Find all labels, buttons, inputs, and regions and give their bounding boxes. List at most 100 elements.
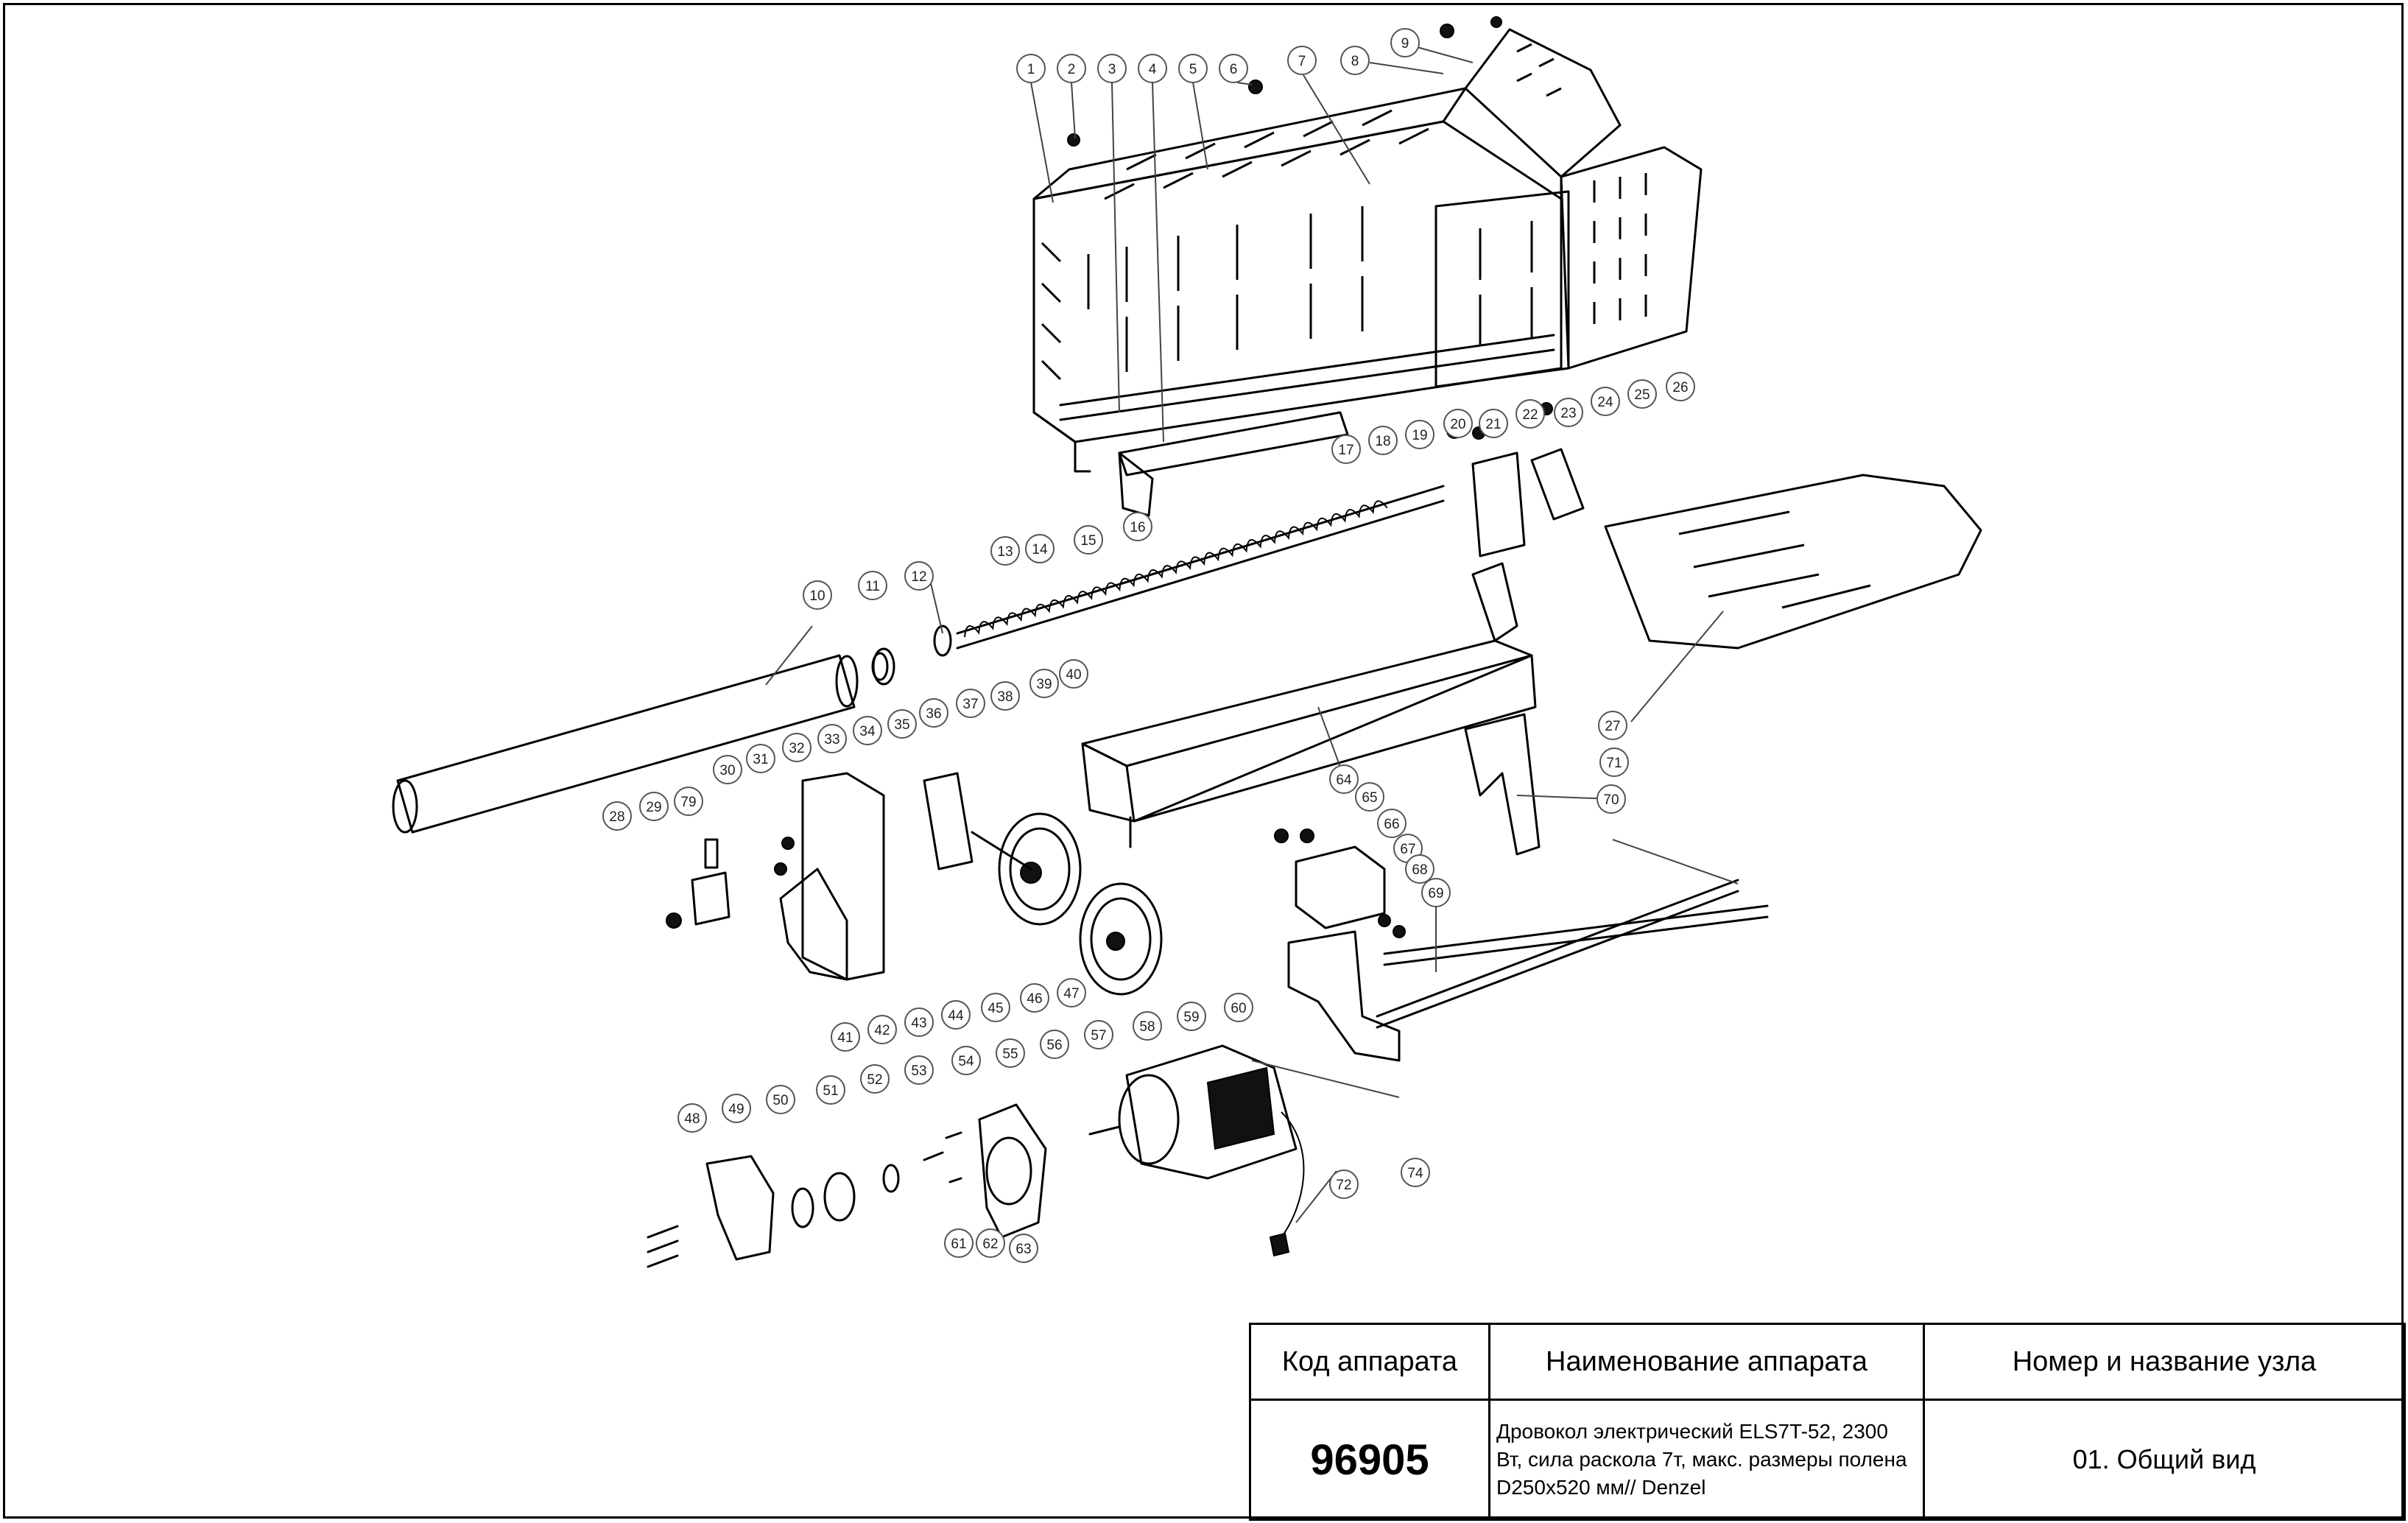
callout-30: 30 <box>713 755 742 784</box>
svg-text:53: 53 <box>911 1063 926 1079</box>
svg-text:70: 70 <box>1603 792 1619 808</box>
svg-text:69: 69 <box>1428 886 1443 901</box>
callout-3: 3 <box>1097 54 1127 83</box>
rear-bracket <box>1274 829 1406 1062</box>
svg-text:48: 48 <box>684 1111 700 1127</box>
spring-and-rods <box>933 402 1585 657</box>
svg-text:4: 4 <box>1149 62 1157 77</box>
svg-text:6: 6 <box>1230 62 1238 77</box>
log-beam <box>1081 562 1541 856</box>
svg-text:74: 74 <box>1407 1166 1423 1181</box>
callout-8: 8 <box>1340 46 1370 75</box>
callout-64: 64 <box>1329 764 1359 794</box>
svg-text:43: 43 <box>911 1016 926 1031</box>
callout-39: 39 <box>1029 669 1059 698</box>
callout-15: 15 <box>1074 525 1103 555</box>
svg-text:57: 57 <box>1091 1028 1106 1044</box>
svg-text:63: 63 <box>1015 1242 1031 1257</box>
apparatus-name: Дровокол электрический ELS7T-52, 2300 Вт… <box>1488 1399 1925 1521</box>
svg-text:21: 21 <box>1485 417 1501 432</box>
callout-29: 29 <box>639 792 669 821</box>
svg-text:54: 54 <box>958 1054 974 1069</box>
callout-51: 51 <box>816 1075 845 1105</box>
callout-17: 17 <box>1331 435 1361 464</box>
svg-text:13: 13 <box>997 544 1013 560</box>
guard-housing <box>1032 28 1703 517</box>
callout-19: 19 <box>1405 420 1434 449</box>
callout-53: 53 <box>904 1055 934 1085</box>
svg-text:47: 47 <box>1063 986 1079 1002</box>
svg-text:62: 62 <box>982 1237 998 1252</box>
callout-31: 31 <box>746 744 775 773</box>
pump-parts <box>647 1103 1047 1268</box>
callout-9: 9 <box>1390 28 1420 57</box>
callout-49: 49 <box>722 1094 751 1123</box>
leader-lines <box>765 43 1739 1223</box>
svg-text:45: 45 <box>988 1001 1003 1016</box>
callout-14: 14 <box>1025 534 1055 563</box>
svg-text:11: 11 <box>865 579 880 594</box>
callout-16: 16 <box>1123 512 1152 541</box>
callout-47: 47 <box>1057 978 1086 1007</box>
svg-text:36: 36 <box>926 706 941 722</box>
callout-18: 18 <box>1368 426 1398 455</box>
callout-5: 5 <box>1178 54 1208 83</box>
svg-text:49: 49 <box>728 1102 744 1117</box>
svg-text:52: 52 <box>867 1072 882 1088</box>
callout-72: 72 <box>1329 1169 1359 1199</box>
callout-71: 71 <box>1599 748 1629 777</box>
callout-25: 25 <box>1627 379 1657 409</box>
svg-text:15: 15 <box>1080 533 1096 549</box>
callout-12: 12 <box>904 561 934 591</box>
node-name: 01. Общий вид <box>1923 1399 2406 1521</box>
callout-26: 26 <box>1666 372 1695 401</box>
svg-text:64: 64 <box>1336 773 1352 788</box>
front-leg <box>666 772 974 981</box>
callout-62: 62 <box>976 1228 1005 1258</box>
svg-text:56: 56 <box>1046 1038 1062 1053</box>
callout-13: 13 <box>990 536 1020 566</box>
callout-32: 32 <box>782 733 812 762</box>
callout-23: 23 <box>1554 398 1583 427</box>
svg-text:18: 18 <box>1375 434 1390 449</box>
drawing-frame <box>3 3 2404 1519</box>
svg-text:35: 35 <box>894 717 909 733</box>
svg-text:9: 9 <box>1401 36 1409 52</box>
svg-text:37: 37 <box>962 697 978 712</box>
callout-70: 70 <box>1596 784 1626 814</box>
callout-7: 7 <box>1287 46 1317 75</box>
callout-45: 45 <box>981 993 1010 1022</box>
callout-58: 58 <box>1133 1011 1162 1041</box>
svg-text:33: 33 <box>824 732 839 748</box>
callout-44: 44 <box>941 1000 971 1030</box>
svg-text:38: 38 <box>997 689 1013 705</box>
svg-text:41: 41 <box>837 1030 853 1046</box>
svg-text:72: 72 <box>1336 1178 1351 1193</box>
svg-text:79: 79 <box>680 795 696 810</box>
callout-43: 43 <box>904 1007 934 1037</box>
callout-1: 1 <box>1016 54 1046 83</box>
svg-text:19: 19 <box>1412 428 1427 443</box>
svg-text:34: 34 <box>859 724 876 739</box>
svg-text:28: 28 <box>609 809 624 825</box>
callout-38: 38 <box>990 681 1020 711</box>
svg-text:61: 61 <box>951 1237 966 1252</box>
callout-68: 68 <box>1405 854 1434 884</box>
callout-69: 69 <box>1421 878 1451 907</box>
svg-text:39: 39 <box>1036 677 1052 692</box>
svg-text:14: 14 <box>1032 542 1048 558</box>
callout-24: 24 <box>1591 387 1620 416</box>
svg-text:65: 65 <box>1362 790 1377 806</box>
svg-text:68: 68 <box>1412 862 1427 878</box>
callout-6: 6 <box>1219 54 1248 83</box>
svg-text:3: 3 <box>1108 62 1116 77</box>
callout-37: 37 <box>956 689 985 718</box>
callout-66: 66 <box>1377 809 1407 838</box>
callout-22: 22 <box>1515 399 1545 429</box>
svg-text:22: 22 <box>1522 407 1538 423</box>
node-header: Номер и название узла <box>1923 1323 2406 1401</box>
callout-74: 74 <box>1401 1158 1430 1187</box>
svg-text:42: 42 <box>874 1023 890 1038</box>
callout-33: 33 <box>817 724 847 753</box>
svg-text:17: 17 <box>1338 443 1353 458</box>
